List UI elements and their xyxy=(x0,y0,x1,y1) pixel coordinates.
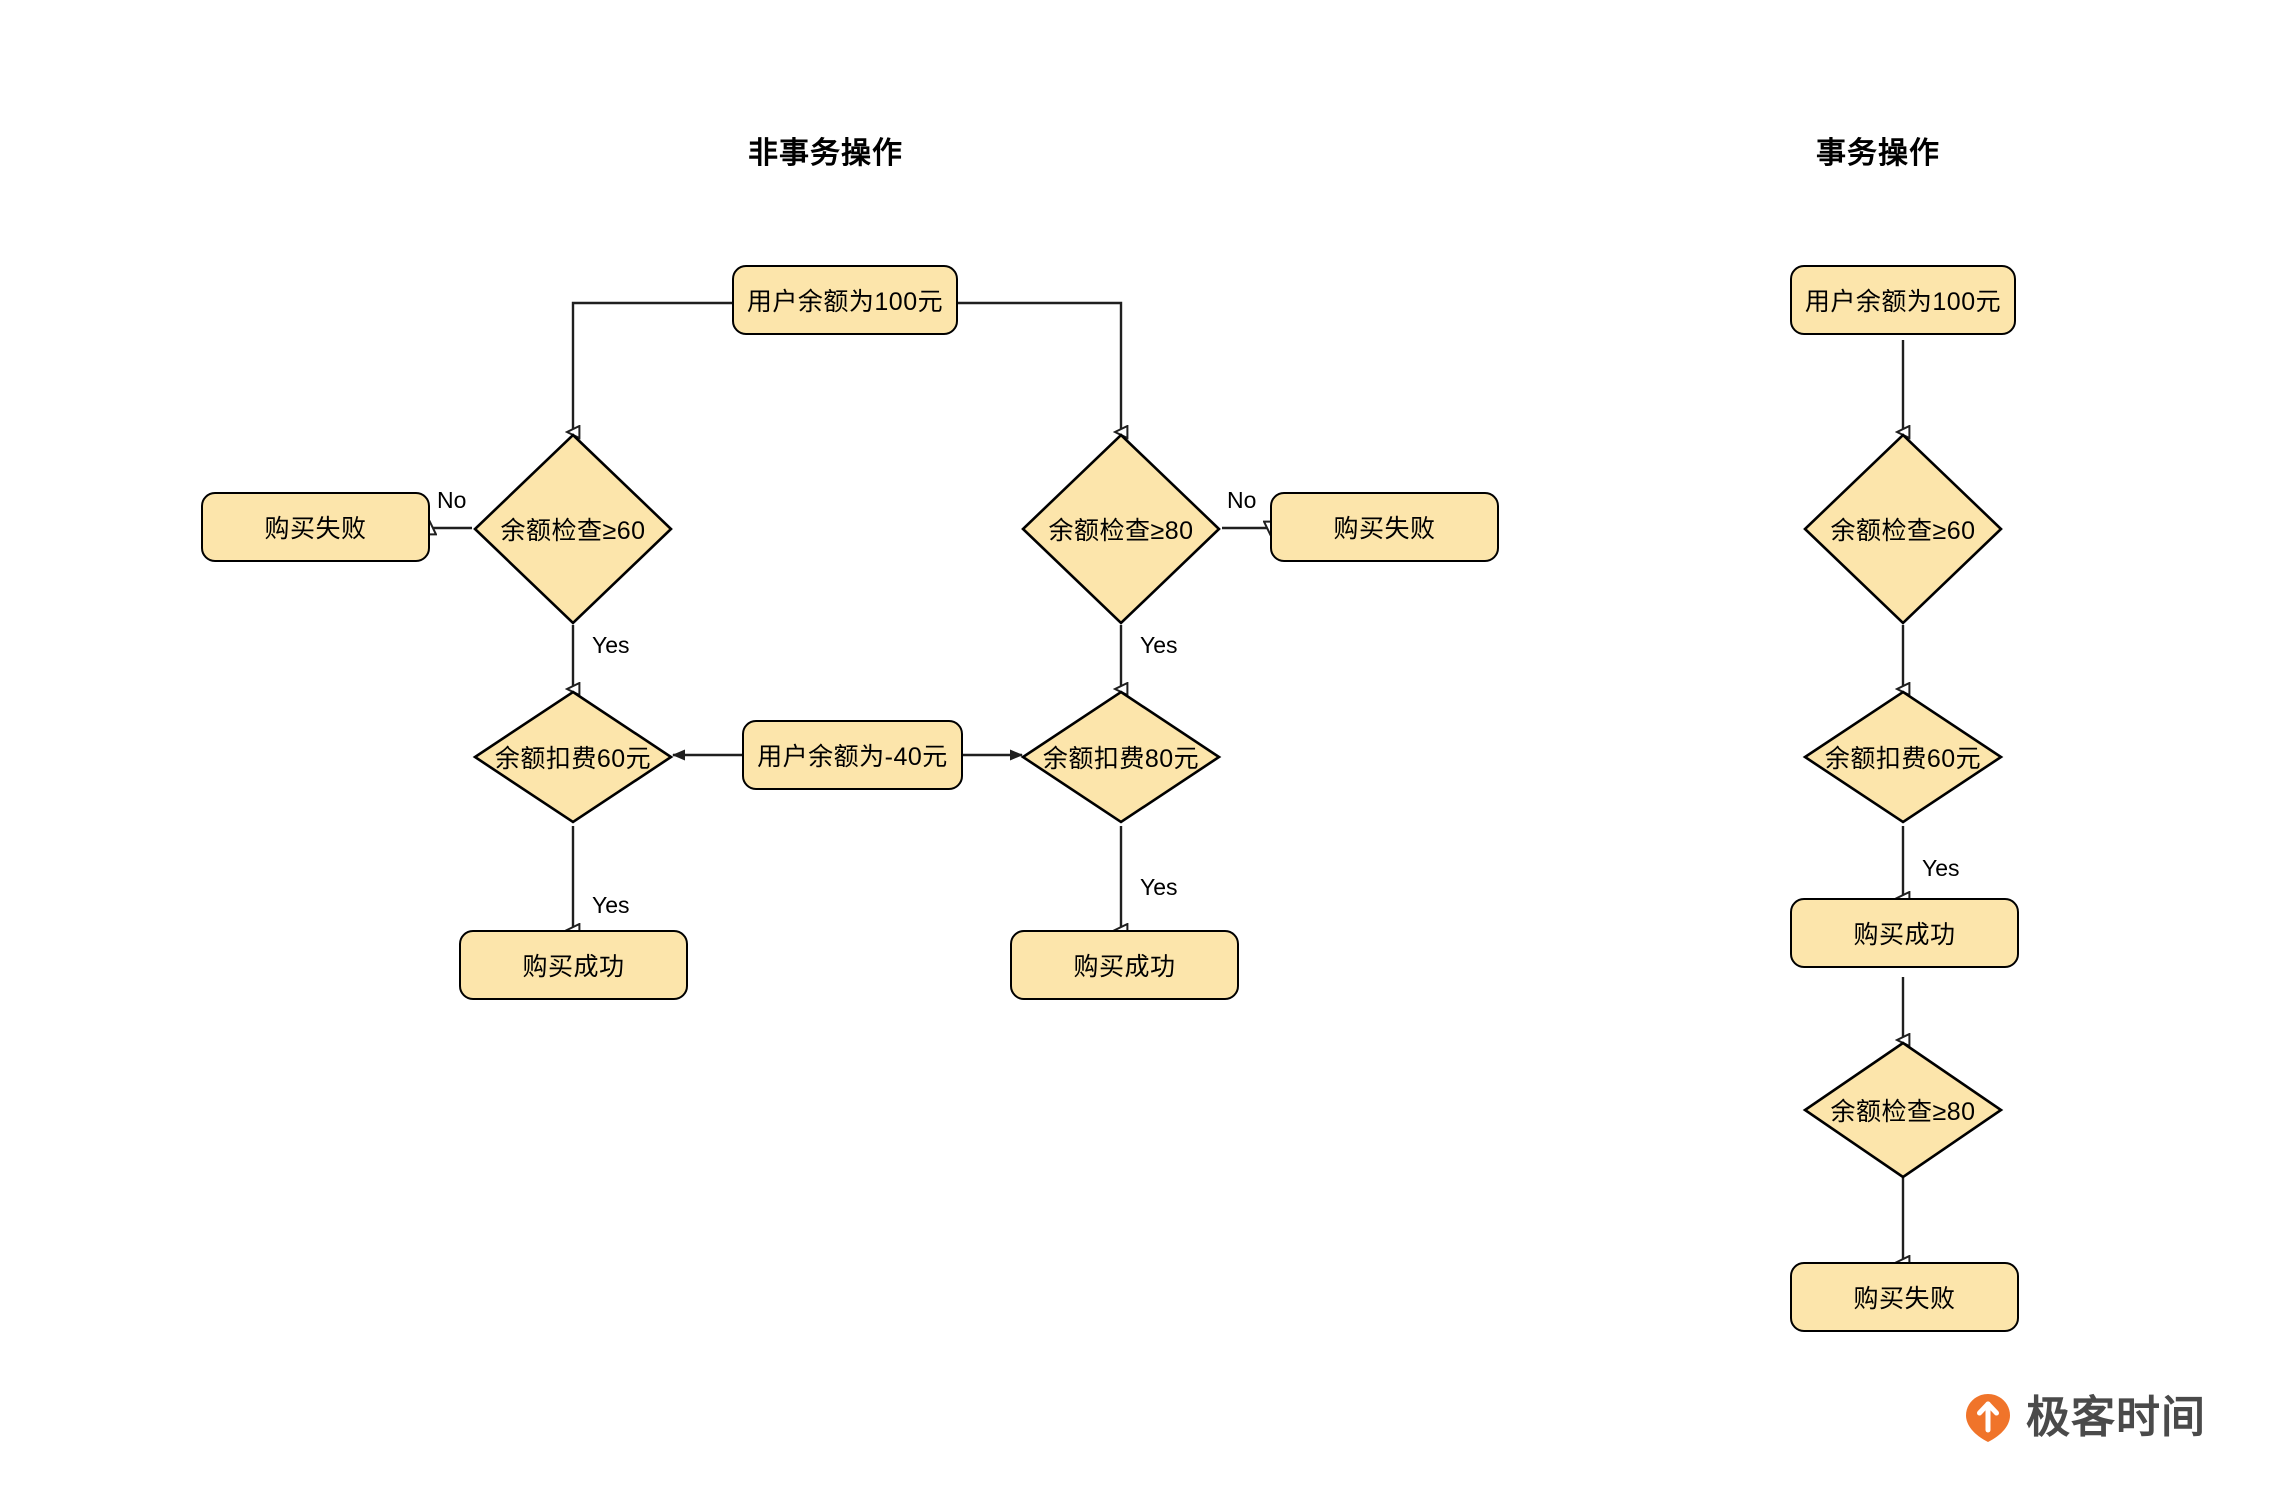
node-tx-check-80[interactable]: 余额检查≥80 xyxy=(1802,1040,2004,1180)
edge-label-right-check-no: No xyxy=(1227,487,1257,513)
node-tx-check-60[interactable]: 余额检查≥60 xyxy=(1802,432,2004,626)
diamond-shape xyxy=(1803,433,2003,625)
edge-label-right-deduct-yes: Yes xyxy=(1140,874,1178,900)
column-title-nontransactional: 非事务操作 xyxy=(748,137,903,170)
geektime-pin-icon xyxy=(1962,1392,2014,1444)
node-nontx-left-check[interactable]: 余额检查≥60 xyxy=(472,432,674,626)
node-tx-deduct-60[interactable]: 余额扣费60元 xyxy=(1802,689,2004,825)
node-nontx-start[interactable]: 用户余额为100元 xyxy=(732,265,958,335)
diamond-shape xyxy=(1021,433,1221,625)
diamond-shape xyxy=(1802,690,2004,824)
diamond-shape xyxy=(472,690,674,824)
column-title-transactional: 事务操作 xyxy=(1816,137,1940,170)
node-nontx-left-fail[interactable]: 购买失败 xyxy=(201,492,430,562)
node-nontx-right-fail[interactable]: 购买失败 xyxy=(1270,492,1499,562)
diamond-shape xyxy=(1020,690,1222,824)
edge-label-left-deduct-yes: Yes xyxy=(592,892,630,918)
node-nontx-left-success[interactable]: 购买成功 xyxy=(459,930,688,1000)
edge-label-right-check-yes: Yes xyxy=(1140,632,1178,658)
diamond-shape xyxy=(1802,1041,2004,1179)
brand-logo: 极客时间 xyxy=(1962,1392,2206,1444)
edge-label-tx-deduct-yes: Yes xyxy=(1922,855,1960,881)
diamond-shape xyxy=(473,433,673,625)
edge-label-left-check-no: No xyxy=(437,487,467,513)
node-nontx-right-deduct[interactable]: 余额扣费80元 xyxy=(1020,689,1222,825)
brand-wordmark: 极客时间 xyxy=(2026,1393,2206,1442)
node-nontx-middle-state[interactable]: 用户余额为-40元 xyxy=(742,720,963,790)
edge-label-left-check-yes: Yes xyxy=(592,632,630,658)
node-tx-fail[interactable]: 购买失败 xyxy=(1790,1262,2019,1332)
node-nontx-right-success[interactable]: 购买成功 xyxy=(1010,930,1239,1000)
node-nontx-right-check[interactable]: 余额检查≥80 xyxy=(1020,432,1222,626)
node-nontx-left-deduct[interactable]: 余额扣费60元 xyxy=(472,689,674,825)
node-tx-success[interactable]: 购买成功 xyxy=(1790,898,2019,968)
node-tx-start[interactable]: 用户余额为100元 xyxy=(1790,265,2016,335)
